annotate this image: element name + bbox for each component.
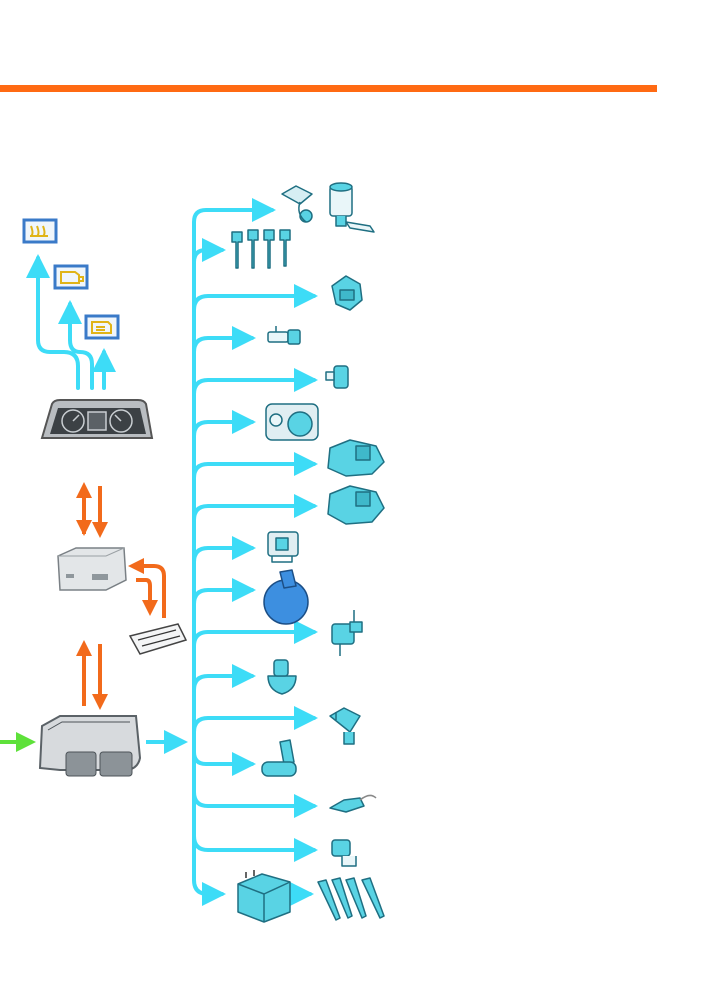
egr-valve	[327, 439, 385, 477]
fuel-pump-unit	[281, 182, 375, 233]
diagnostic-connector-icon	[137, 629, 181, 647]
vacuum-pump	[263, 569, 309, 625]
air-mass-meter	[331, 839, 357, 867]
throttle-valve	[265, 403, 319, 441]
egr-cooler-valve	[327, 485, 385, 525]
header-rule	[0, 85, 657, 92]
glow-plug-relay	[237, 870, 291, 923]
lambda-probe	[329, 794, 377, 813]
control-valve-icon	[329, 707, 361, 745]
air-mass-meter-icon	[331, 839, 357, 867]
position-sensor	[261, 739, 297, 777]
can-bus-gateway-ecu	[76, 640, 108, 710]
valve-icon	[325, 365, 349, 389]
high-pressure-pump-icon	[331, 275, 363, 311]
glow-plugs-icon	[317, 877, 385, 921]
engine-control-unit	[38, 715, 142, 777]
sensor	[267, 326, 301, 345]
egr-cooler-valve-icon	[327, 485, 385, 525]
lambda-probe-icon	[329, 794, 377, 813]
diagnostic-connector	[128, 623, 188, 655]
actuator-signal-trunk	[192, 198, 318, 906]
coolant-pump-icon	[267, 659, 297, 695]
glow-plug-relay-icon	[237, 870, 291, 923]
sensor-icon	[267, 326, 301, 345]
fuel-pump-unit-icon	[281, 182, 375, 233]
fuel-injectors-icon	[231, 229, 291, 269]
coolant-pump	[267, 659, 297, 695]
emission-warning-icon	[91, 321, 112, 334]
warning-lamp-glow-plug	[22, 218, 58, 244]
glow-plugs	[317, 877, 385, 921]
glow-plug-warning-icon	[30, 225, 48, 237]
egr-valve-icon	[327, 439, 385, 477]
valve	[325, 365, 349, 389]
lamp-signal-lines	[26, 254, 116, 390]
vacuum-pump-icon	[263, 569, 309, 625]
solenoid-valve	[331, 610, 363, 656]
can-bus-gateway-diagnosis	[128, 558, 166, 618]
position-sensor-icon	[261, 739, 297, 777]
control-valve	[329, 707, 361, 745]
solenoid-valve-icon	[331, 610, 363, 656]
warning-lamp-emission	[84, 314, 120, 340]
fuel-injectors	[231, 229, 291, 269]
gateway-module-icon	[66, 574, 108, 580]
can-bus-cluster-gateway	[76, 482, 108, 538]
instrument-cluster-icon	[61, 409, 133, 433]
high-pressure-pump	[331, 275, 363, 311]
warning-lamp-engine	[53, 264, 89, 290]
throttle-valve-icon	[265, 403, 319, 441]
gateway-module	[57, 547, 127, 591]
engine-control-unit-icon	[47, 721, 133, 777]
instrument-cluster	[40, 399, 154, 439]
engine-check-icon	[60, 271, 84, 284]
pressure-regulator-icon	[267, 531, 299, 563]
pressure-regulator	[267, 531, 299, 563]
